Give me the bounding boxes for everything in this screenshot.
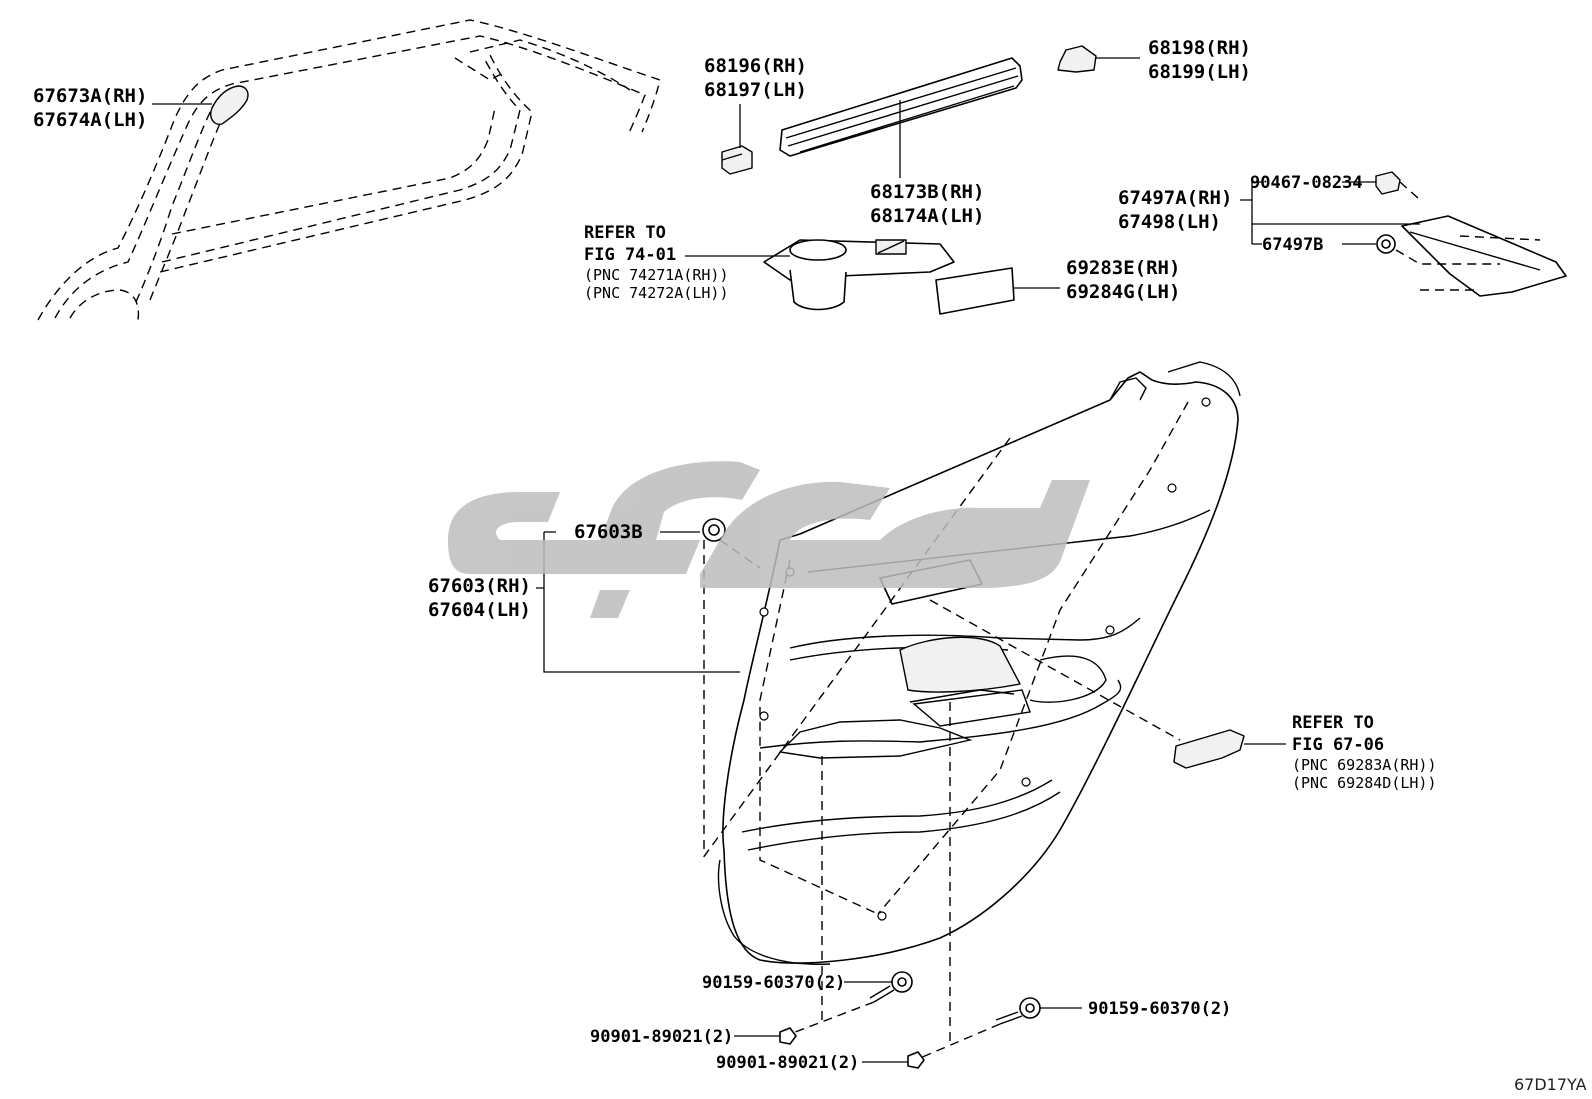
svg-text:(PNC 74271A(RH)): (PNC 74271A(RH)) bbox=[584, 266, 729, 284]
label-molding: 67673A(RH) 67674A(LH) bbox=[33, 85, 147, 131]
svg-text:(PNC 69283A(RH)): (PNC 69283A(RH)) bbox=[1292, 756, 1437, 774]
svg-text:90901-89021(2): 90901-89021(2) bbox=[590, 1027, 733, 1047]
svg-text:67497A(RH): 67497A(RH) bbox=[1118, 187, 1232, 209]
svg-text:(PNC 74272A(LH)): (PNC 74272A(LH)) bbox=[584, 284, 729, 302]
svg-text:67D17YA: 67D17YA bbox=[1514, 1075, 1587, 1094]
clip-68196-part bbox=[721, 104, 753, 175]
label-handle-refer: REFER TO FIG 67-06 (PNC 69283A(RH)) (PNC… bbox=[1292, 713, 1437, 792]
door-handle-part bbox=[1173, 729, 1286, 769]
svg-text:69283E(RH): 69283E(RH) bbox=[1066, 257, 1180, 279]
screw-left-part bbox=[789, 971, 913, 1035]
svg-text:67498(LH): 67498(LH) bbox=[1118, 211, 1221, 233]
garnish-part bbox=[1240, 171, 1567, 297]
svg-text:68199(LH): 68199(LH) bbox=[1148, 61, 1251, 83]
label-trim-board: 67603(RH) 67604(LH) bbox=[428, 575, 531, 621]
svg-text:68173B(RH): 68173B(RH) bbox=[870, 181, 984, 203]
label-nut-right: 90901-89021(2) bbox=[716, 1053, 859, 1073]
nut-left-part bbox=[734, 1027, 797, 1045]
svg-text:FIG 67-06: FIG 67-06 bbox=[1292, 735, 1384, 755]
label-switch-refer: REFER TO FIG 74-01 (PNC 74271A(RH)) (PNC… bbox=[584, 223, 729, 302]
svg-text:68198(RH): 68198(RH) bbox=[1148, 37, 1251, 59]
label-screw-left: 90159-60370(2) bbox=[702, 973, 845, 993]
weatherstrip-part bbox=[779, 57, 1023, 178]
svg-text:67604(LH): 67604(LH) bbox=[428, 599, 531, 621]
svg-text:67603B: 67603B bbox=[574, 521, 643, 543]
svg-text:68197(LH): 68197(LH) bbox=[704, 79, 807, 101]
label-clip-b: 68198(RH) 68199(LH) bbox=[1148, 37, 1251, 83]
svg-text:90159-60370(2): 90159-60370(2) bbox=[702, 973, 845, 993]
svg-text:90901-89021(2): 90901-89021(2) bbox=[716, 1053, 859, 1073]
door-frame-outline bbox=[37, 19, 661, 321]
watermark-logo bbox=[448, 461, 1090, 618]
upper-molding-part bbox=[152, 85, 249, 125]
door-trim-board-part bbox=[717, 361, 1241, 965]
svg-text:(PNC 69284D(LH)): (PNC 69284D(LH)) bbox=[1292, 774, 1437, 792]
screw-right-part bbox=[919, 997, 1082, 1059]
svg-text:REFER TO: REFER TO bbox=[1292, 713, 1374, 733]
svg-text:68196(RH): 68196(RH) bbox=[704, 55, 807, 77]
svg-text:67603(RH): 67603(RH) bbox=[428, 575, 531, 597]
label-screw-right: 90159-60370(2) bbox=[1088, 999, 1231, 1019]
svg-text:REFER TO: REFER TO bbox=[584, 223, 666, 243]
label-trim-clip: 67603B bbox=[574, 521, 643, 543]
label-clip-a: 68196(RH) 68197(LH) bbox=[704, 55, 807, 101]
svg-text:67497B: 67497B bbox=[1262, 235, 1323, 255]
trim-board-bracket bbox=[536, 531, 740, 673]
svg-text:90467-08234: 90467-08234 bbox=[1250, 173, 1363, 193]
svg-text:68174A(LH): 68174A(LH) bbox=[870, 205, 984, 227]
svg-text:69284G(LH): 69284G(LH) bbox=[1066, 281, 1180, 303]
label-weatherstrip: 68173B(RH) 68174A(LH) bbox=[870, 181, 984, 227]
figure-code: 67D17YA bbox=[1514, 1075, 1587, 1094]
label-cover-panel: 69283E(RH) 69284G(LH) bbox=[1066, 257, 1180, 303]
svg-text:90159-60370(2): 90159-60370(2) bbox=[1088, 999, 1231, 1019]
nut-right-part bbox=[862, 1051, 925, 1069]
label-nut-left: 90901-89021(2) bbox=[590, 1027, 733, 1047]
clip-68198-part bbox=[1057, 45, 1140, 73]
svg-text:FIG 74-01: FIG 74-01 bbox=[584, 245, 676, 265]
svg-text:67673A(RH): 67673A(RH) bbox=[33, 85, 147, 107]
cover-panel-part bbox=[935, 267, 1060, 315]
svg-text:67674A(LH): 67674A(LH) bbox=[33, 109, 147, 131]
switch-base-part bbox=[685, 239, 955, 311]
label-garnish: 67497A(RH) 67498(LH) 90467-08234 67497B bbox=[1118, 173, 1363, 255]
trim-attachment-lines bbox=[759, 397, 1211, 1046]
